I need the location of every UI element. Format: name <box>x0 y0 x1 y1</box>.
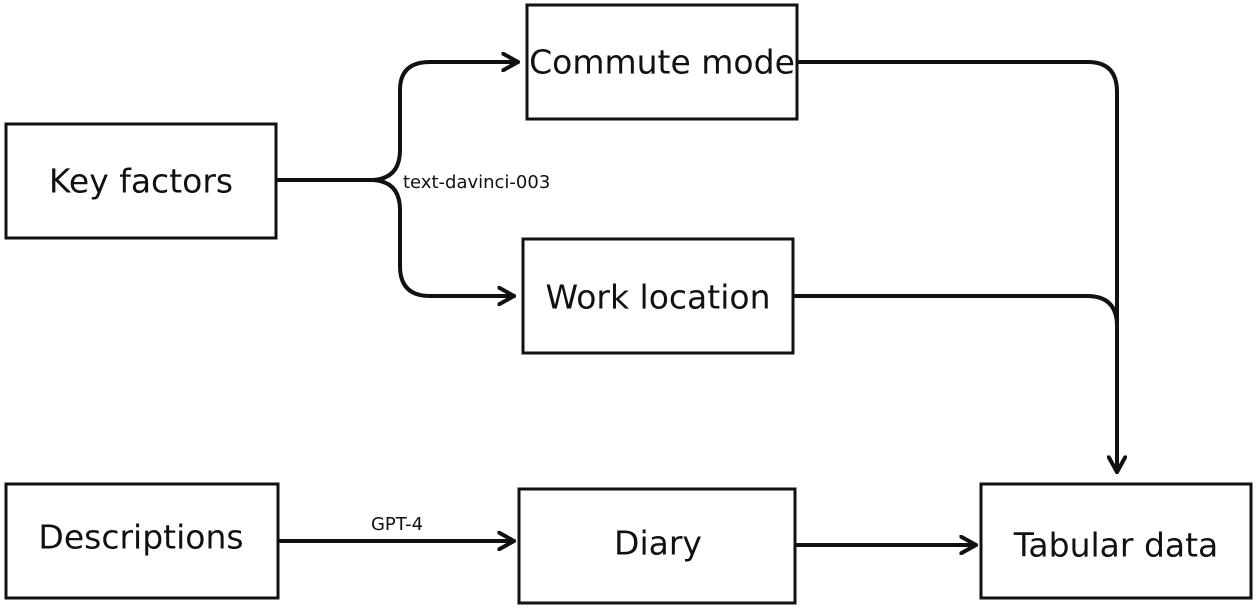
edge-commute-mode-to-tabular-data <box>795 60 1117 474</box>
node-work-location: Work location <box>521 237 795 355</box>
node-label-work-location: Work location <box>546 278 771 317</box>
node-label-diary: Diary <box>614 524 702 563</box>
node-label-commute-mode: Commute mode <box>529 43 795 82</box>
edge-key-factors-to-commute-mode <box>274 62 520 182</box>
node-key-factors: Key factors <box>4 122 278 240</box>
edge-work-location-to-tabular-data <box>791 294 1119 328</box>
node-commute-mode: Commute mode <box>525 3 799 121</box>
node-diary: Diary <box>517 487 797 605</box>
node-descriptions: Descriptions <box>4 482 280 600</box>
node-tabular-data: Tabular data <box>979 482 1253 600</box>
node-label-key-factors: Key factors <box>49 162 233 201</box>
edge-key-factors-to-work-location <box>368 178 516 296</box>
edge-label-text-davinci: text-davinci-003 <box>403 172 550 193</box>
edge-label-gpt4: GPT-4 <box>371 514 423 535</box>
node-label-descriptions: Descriptions <box>38 518 243 557</box>
node-label-tabular-data: Tabular data <box>1013 526 1219 565</box>
